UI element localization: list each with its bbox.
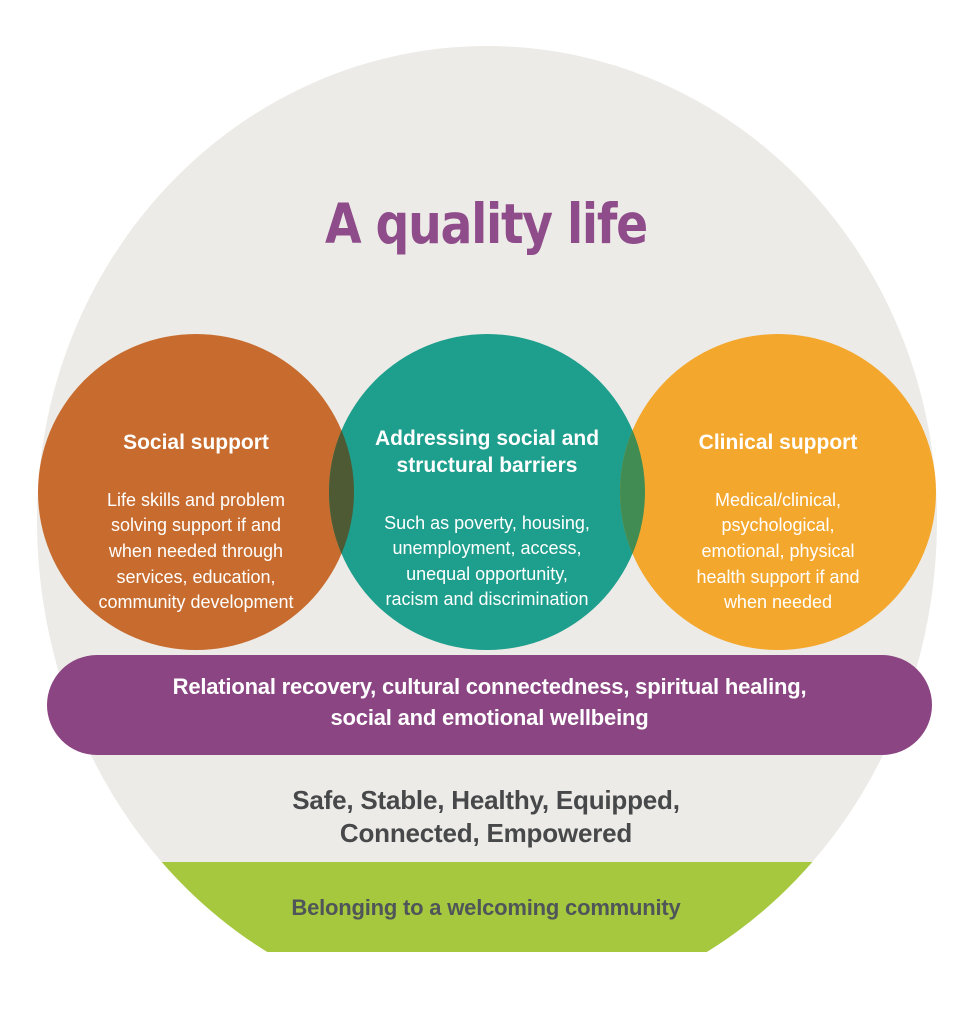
social-support-body: Life skills and problem solving support … bbox=[98, 489, 294, 613]
structural-barriers-block: Addressing social and structural barrier… bbox=[342, 408, 632, 631]
clinical-support-body: Medical/clinical, psychological, emotion… bbox=[696, 489, 860, 613]
clinical-support-title: Clinical support bbox=[698, 431, 858, 454]
clinical-support-block: Clinical support Medical/clinical, psych… bbox=[663, 412, 893, 634]
relational-banner-text: Relational recovery, cultural connectedn… bbox=[172, 674, 807, 730]
social-support-title: Social support bbox=[123, 431, 269, 454]
relational-banner-shape bbox=[47, 655, 932, 755]
circle-clinical-support bbox=[620, 334, 936, 650]
belonging-text: Belonging to a welcoming community bbox=[291, 895, 681, 920]
circle-structural-barriers bbox=[329, 334, 645, 650]
structural-barriers-title: Addressing social and structural barrier… bbox=[374, 427, 600, 477]
structural-barriers-body: Such as poverty, housing, unemployment, … bbox=[384, 512, 590, 610]
social-support-block: Social support Life skills and problem s… bbox=[66, 412, 326, 634]
circle-social-support bbox=[38, 334, 354, 650]
foundation-text: Safe, Stable, Healthy, Equipped, Connect… bbox=[292, 785, 680, 849]
page-title: A quality life bbox=[325, 192, 648, 256]
